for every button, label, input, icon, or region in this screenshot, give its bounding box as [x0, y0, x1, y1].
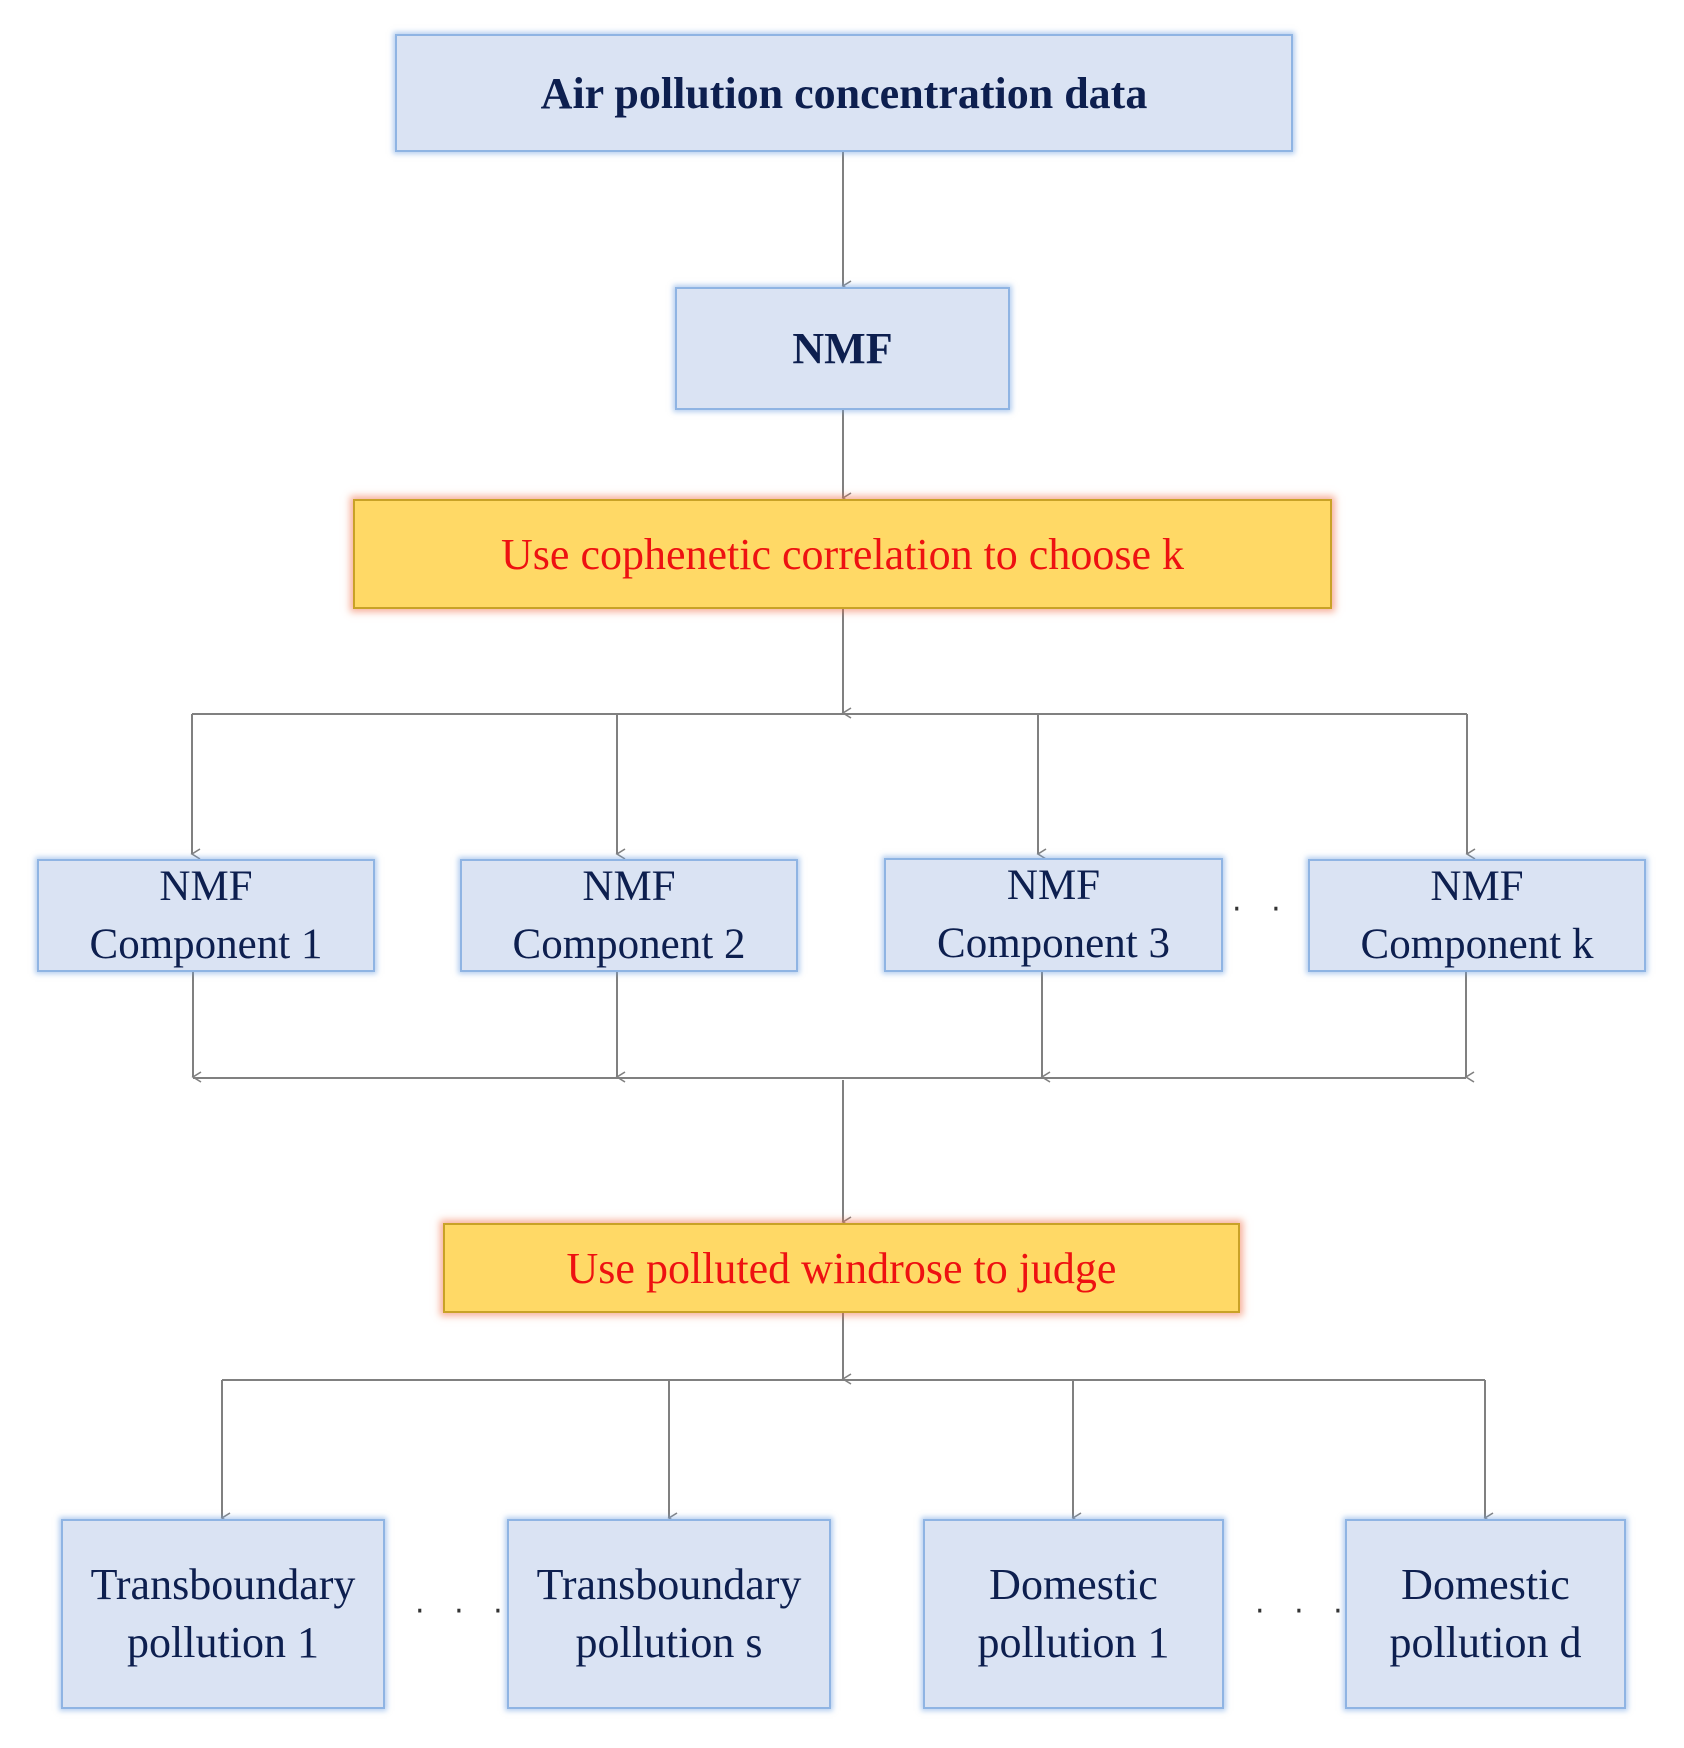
component-2-title: NMF — [582, 862, 676, 910]
output-4-line2: pollution d — [1389, 1618, 1582, 1667]
judge-box: Use polluted windrose to judge — [443, 1223, 1240, 1313]
component-3-title: NMF — [1006, 862, 1101, 909]
component-box-2: NMF Component 2 — [460, 859, 798, 972]
output-2-line1: Transboundary — [536, 1560, 802, 1609]
component-k-name: Component k — [1360, 920, 1594, 968]
output-box-domestic-d: Domestic pollution d — [1345, 1519, 1626, 1709]
component-k-title: NMF — [1430, 862, 1524, 910]
component-box-k: NMF Component k — [1308, 859, 1646, 972]
component-box-1: NMF Component 1 — [37, 859, 375, 972]
output-1-line2: pollution 1 — [127, 1618, 319, 1667]
output-4-line1: Domestic — [1401, 1560, 1570, 1609]
output-box-domestic-1: Domestic pollution 1 — [923, 1519, 1224, 1709]
choose-k-label: Use cophenetic correlation to choose k — [501, 529, 1184, 579]
component-1-title: NMF — [159, 862, 253, 910]
output-2-line2: pollution s — [575, 1618, 763, 1667]
output-3-line2: pollution 1 — [977, 1618, 1170, 1667]
component-box-3: NMF Component 3 — [884, 858, 1223, 972]
component-ellipsis: · · · — [1232, 892, 1330, 927]
choose-k-box: Use cophenetic correlation to choose k — [353, 499, 1332, 609]
output-3-line1: Domestic — [989, 1560, 1158, 1609]
input-data-box: Air pollution concentration data — [395, 34, 1293, 152]
input-data-label: Air pollution concentration data — [540, 68, 1148, 118]
nmf-box: NMF — [675, 287, 1010, 410]
output-1-line1: Transboundary — [90, 1560, 356, 1609]
output-ellipsis-right: · · · — [1255, 1594, 1353, 1629]
output-box-transboundary-s: Transboundary pollution s — [507, 1519, 831, 1709]
component-3-name: Component 3 — [937, 920, 1170, 967]
output-box-transboundary-1: Transboundary pollution 1 — [61, 1519, 385, 1709]
component-2-name: Component 2 — [512, 920, 746, 968]
judge-label: Use polluted windrose to judge — [566, 1243, 1117, 1293]
nmf-label: NMF — [792, 324, 893, 373]
component-1-name: Component 1 — [89, 920, 323, 968]
output-ellipsis-left: · · · — [415, 1594, 513, 1629]
